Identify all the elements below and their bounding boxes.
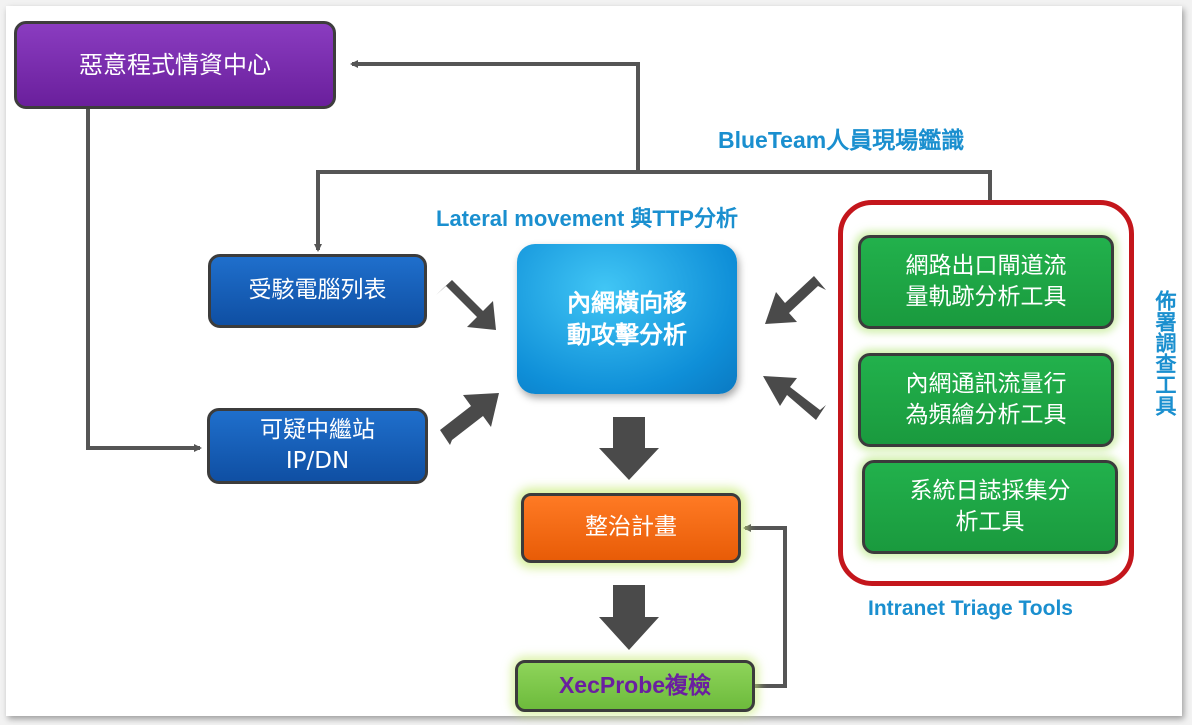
- arrow-relay-to-analysis: [440, 393, 499, 445]
- xecprobe-recheck-node: XecProbe複檢: [515, 660, 755, 712]
- arrow-gateway-to-analysis: [765, 276, 826, 324]
- deploy-tools-label: 佈署調查工具: [1153, 290, 1177, 416]
- lateral-attack-analysis-line1: 內網橫向移: [567, 288, 687, 317]
- remediation-plan-node: 整治計畫: [521, 493, 741, 563]
- syslog-tool-line1: 系統日誌採集分: [909, 477, 1071, 504]
- syslog-tool-line2: 析工具: [955, 509, 1025, 535]
- intranet-comm-tool-line1: 內網通訊流量行: [905, 370, 1067, 397]
- connector-to-infected-list: [314, 170, 638, 252]
- connector-intel-to-relay: [86, 108, 202, 452]
- arrow-infected-to-analysis: [436, 280, 496, 330]
- intranet-comm-tool-node: 內網通訊流量行 為頻繪分析工具: [858, 353, 1114, 447]
- lateral-attack-analysis-line2: 動攻擊分析: [567, 321, 687, 349]
- suspicious-relay-label-line2: IP/DN: [285, 448, 350, 474]
- xecprobe-recheck-label: XecProbe複檢: [558, 672, 712, 699]
- gateway-traffic-tool-line2: 量軌跡分析工具: [905, 284, 1067, 310]
- infected-pc-list-node: 受駭電腦列表: [208, 254, 427, 328]
- lateral-ttp-label: Lateral movement 與TTP分析: [436, 206, 738, 231]
- arrow-plan-to-recheck: [599, 585, 659, 650]
- lateral-attack-analysis-node: 內網橫向移 動攻擊分析: [517, 244, 737, 394]
- intranet-comm-tool-line2: 為頻繪分析工具: [905, 402, 1067, 428]
- malware-intel-center-label: 惡意程式情資中心: [79, 50, 271, 79]
- triage-tools-frame: [838, 200, 1134, 586]
- gateway-traffic-tool-node: 網路出口閘道流 量軌跡分析工具: [858, 235, 1114, 329]
- malware-intel-center-node: 惡意程式情資中心: [14, 21, 336, 109]
- syslog-tool-node: 系統日誌採集分 析工具: [862, 460, 1118, 554]
- gateway-traffic-tool-line1: 網路出口閘道流: [905, 252, 1067, 279]
- remediation-plan-label: 整治計畫: [585, 514, 677, 541]
- suspicious-relay-node: 可疑中繼站 IP/DN: [207, 408, 428, 484]
- blueteam-label: BlueTeam人員現場鑑識: [718, 127, 965, 153]
- infected-pc-list-label: 受駭電腦列表: [248, 277, 387, 304]
- intranet-triage-label: Intranet Triage Tools: [868, 597, 1073, 620]
- suspicious-relay-label-line1: 可疑中繼站: [260, 416, 375, 443]
- block-arrows: [436, 276, 826, 650]
- connector-recheck-to-plan: [743, 524, 787, 688]
- arrow-intranet-to-analysis: [763, 376, 826, 420]
- arrow-analysis-to-plan: [599, 417, 659, 480]
